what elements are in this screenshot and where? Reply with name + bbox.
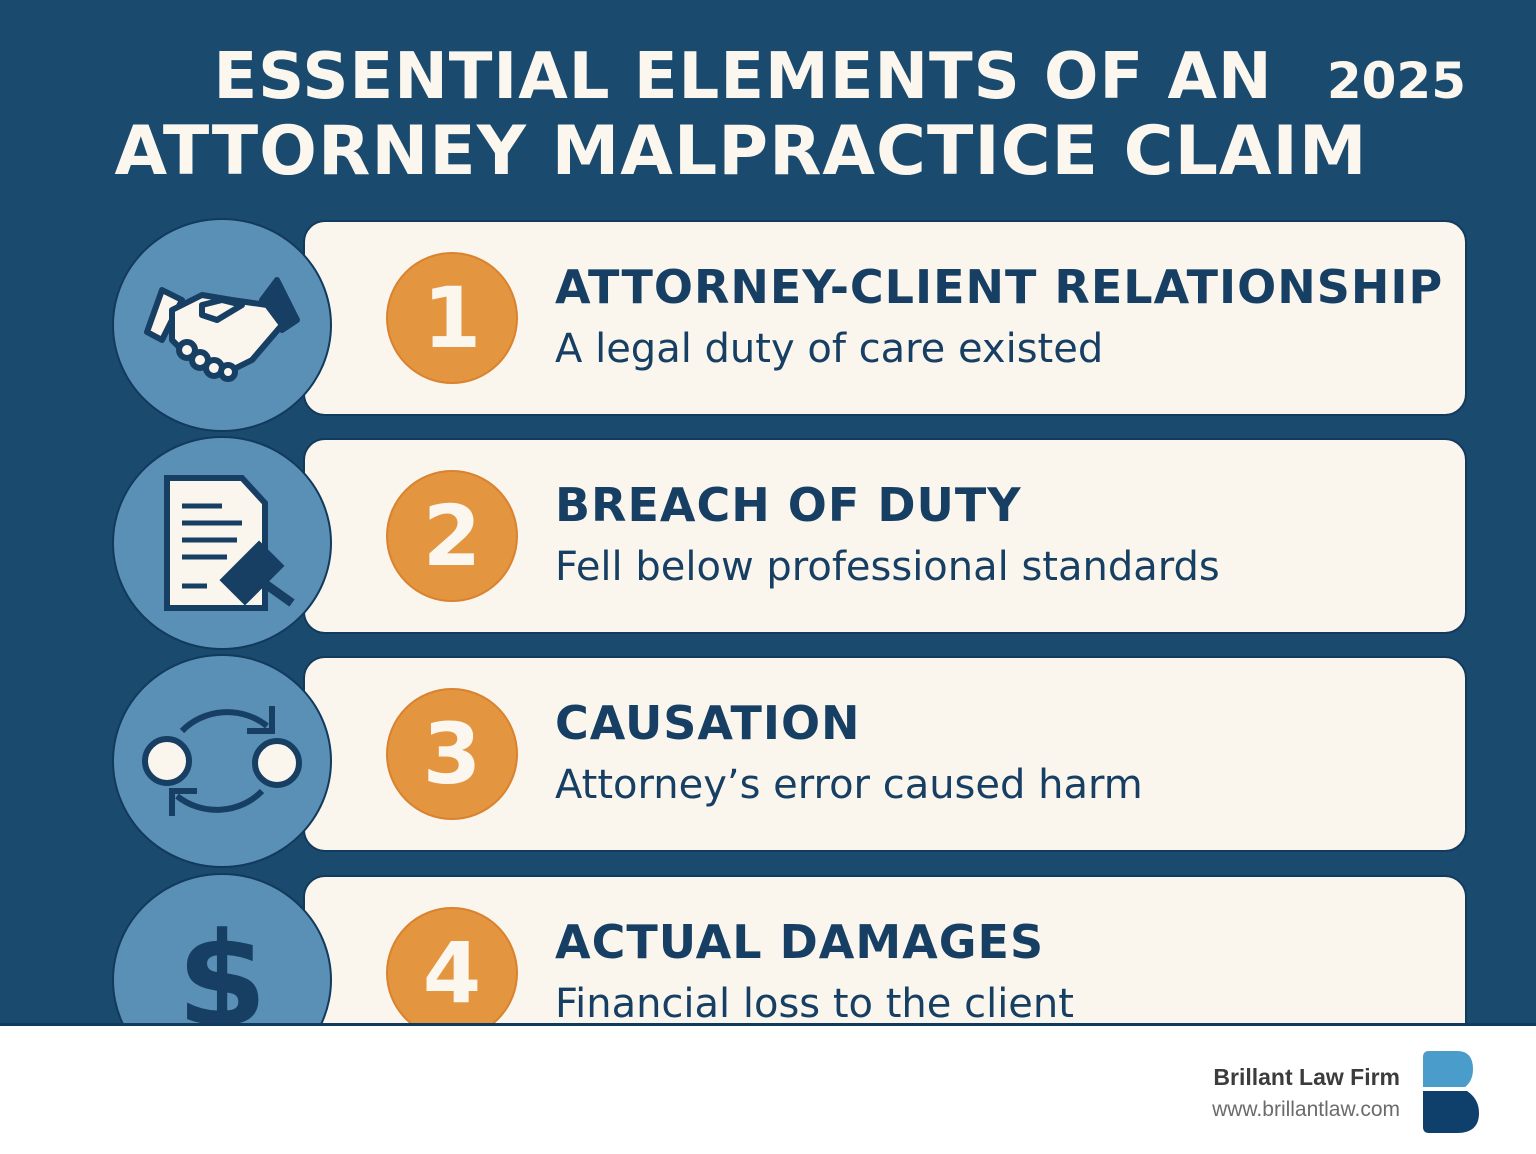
document-gavel-icon xyxy=(112,436,332,650)
element-subtitle: Attorney’s error caused harm xyxy=(555,762,1143,808)
step-number: 1 xyxy=(386,252,518,384)
firm-name: Brillant Law Firm xyxy=(1213,1064,1400,1090)
element-row-3: 3 CAUSATION Attorney’s error caused harm xyxy=(0,654,1536,868)
element-title: ACTUAL DAMAGES xyxy=(555,915,1045,969)
element-subtitle: Financial loss to the client xyxy=(555,981,1074,1026)
svg-text:$: $ xyxy=(177,905,267,1026)
element-row-1: 1 ATTORNEY-CLIENT RELATIONSHIP A legal d… xyxy=(0,218,1536,432)
title-line-1: ESSENTIAL ELEMENTS OF AN xyxy=(213,40,1273,114)
dollar-icon: $ xyxy=(112,873,332,1026)
element-title: ATTORNEY-CLIENT RELATIONSHIP xyxy=(555,260,1444,314)
element-row-4: $ 4 ACTUAL DAMAGES Financial loss to the… xyxy=(0,873,1536,1026)
step-number: 4 xyxy=(386,907,518,1023)
firm-logo xyxy=(1423,1051,1479,1133)
step-number: 2 xyxy=(386,470,518,602)
element-subtitle: A legal duty of care existed xyxy=(555,326,1104,372)
cycle-arrows-icon xyxy=(112,654,332,868)
handshake-icon xyxy=(112,218,332,432)
element-subtitle: Fell below professional standards xyxy=(555,544,1220,590)
element-row-2: 2 BREACH OF DUTY Fell below professional… xyxy=(0,436,1536,650)
infographic: ESSENTIAL ELEMENTS OF AN ATTORNEY MALPRA… xyxy=(0,0,1536,1026)
step-number: 3 xyxy=(386,688,518,820)
firm-url[interactable]: www.brillantlaw.com xyxy=(1212,1098,1400,1121)
title-line-2: ATTORNEY MALPRACTICE CLAIM xyxy=(114,112,1368,191)
year-label: 2025 xyxy=(1326,52,1466,110)
element-title: CAUSATION xyxy=(555,696,861,750)
element-title: BREACH OF DUTY xyxy=(555,478,1022,532)
